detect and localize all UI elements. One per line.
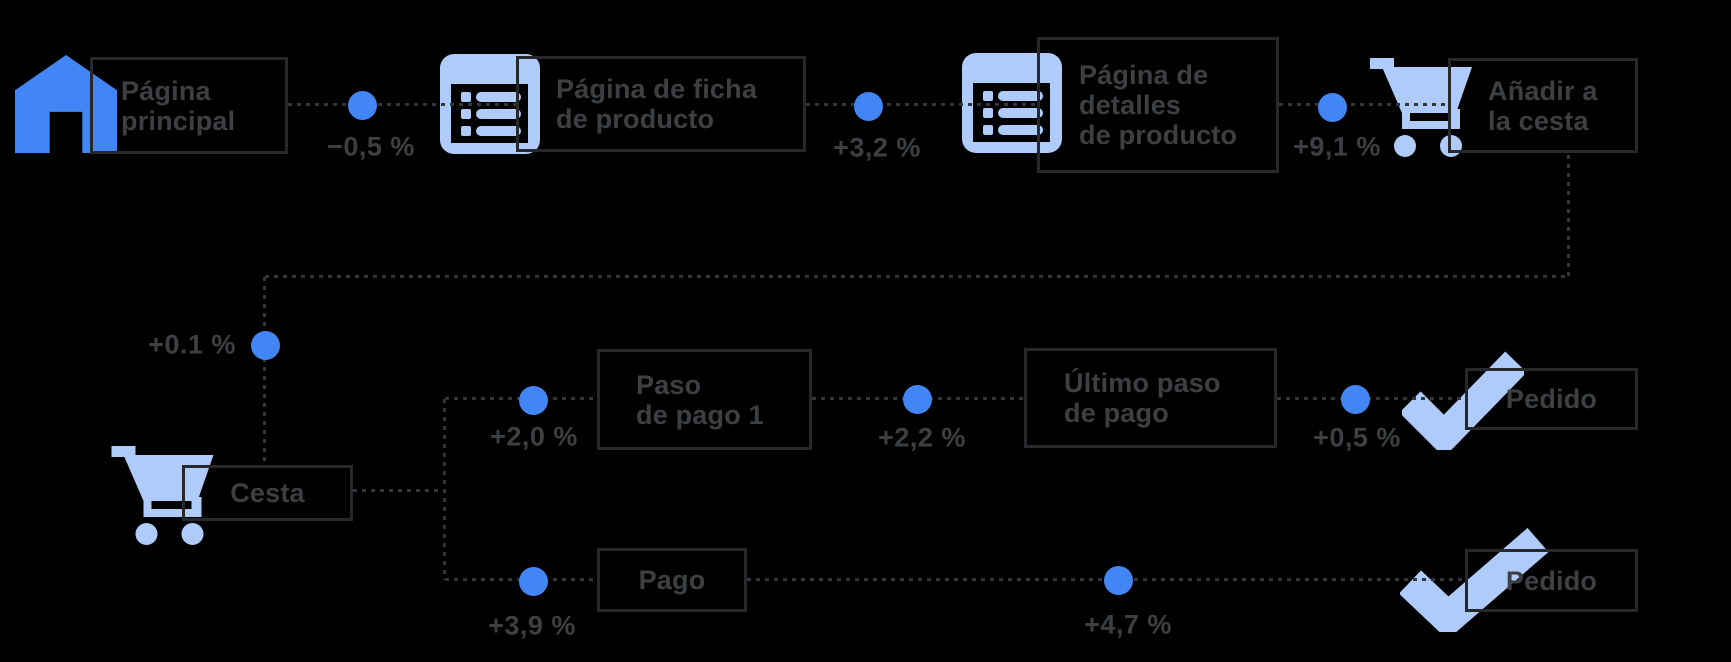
dashed-connector — [263, 277, 266, 465]
node-label: Página de — [1079, 60, 1209, 90]
dashed-connector — [1279, 103, 1448, 106]
node-ultimo-paso-de-pago: Último paso de pago — [1024, 348, 1277, 448]
node-label: de pago — [1064, 398, 1169, 428]
delta-label: +0.1 % — [148, 329, 236, 360]
delta-label: +9,1 % — [1293, 131, 1381, 162]
dashed-connector — [1567, 155, 1570, 277]
dashed-connector — [265, 275, 1569, 278]
delta-label: +3,2 % — [833, 132, 921, 163]
node-paso-de-pago-1: Paso de pago 1 — [597, 349, 812, 450]
connector-dot — [1318, 93, 1347, 122]
node-label: Pedido — [1505, 384, 1598, 414]
list-row — [983, 107, 1050, 118]
node-label: Pedido — [1505, 565, 1598, 596]
node-label: Página de ficha — [556, 74, 758, 104]
node-label: Pago — [638, 565, 706, 595]
node-pagina-principal: Página principal — [90, 57, 288, 154]
delta-label: −0,5 % — [327, 131, 415, 162]
connector-dot — [903, 385, 932, 414]
delta-label: +0,5 % — [1313, 422, 1401, 453]
dashed-connector — [1277, 397, 1465, 400]
dashed-connector — [806, 103, 1037, 106]
node-label: de pago 1 — [636, 399, 764, 430]
list-row — [983, 90, 1050, 101]
node-pedido-superior: Pedido — [1465, 368, 1638, 430]
node-pago: Pago — [597, 548, 747, 612]
connector-dot — [348, 91, 377, 120]
node-pagina-detalles: Página de detalles de producto — [1037, 37, 1279, 173]
connector-dot — [854, 92, 883, 121]
node-pedido-inferior: Pedido — [1465, 549, 1638, 612]
node-label: de producto — [1079, 120, 1238, 150]
dashed-connector — [353, 489, 445, 492]
delta-label: +2,2 % — [878, 422, 966, 453]
check-icon — [1400, 528, 1548, 632]
node-label: de producto — [556, 104, 715, 134]
dashed-connector — [288, 103, 516, 106]
connector-dot — [251, 331, 280, 360]
connector-dot — [519, 386, 548, 415]
list-row — [461, 91, 528, 102]
list-row — [461, 125, 528, 136]
list-row — [461, 108, 528, 119]
node-label: Añadir a — [1488, 75, 1598, 106]
node-label: la cesta — [1488, 105, 1589, 136]
node-label: principal — [121, 105, 236, 136]
delta-label: +2,0 % — [490, 421, 578, 452]
list-icon-card — [451, 84, 528, 143]
list-row — [983, 124, 1050, 135]
node-pagina-ficha: Página de ficha de producto — [516, 56, 806, 152]
node-label: detalles — [1079, 90, 1182, 120]
connector-dot — [1104, 566, 1133, 595]
dashed-connector — [443, 399, 446, 580]
node-label: Cesta — [230, 478, 305, 508]
node-label: Último paso — [1064, 368, 1221, 398]
connector-dot — [1341, 385, 1370, 414]
delta-label: +4,7 % — [1084, 609, 1172, 640]
node-anadir-cesta: Añadir a la cesta — [1448, 58, 1638, 153]
home-icon — [15, 55, 117, 153]
node-label: Paso — [636, 369, 702, 400]
node-label: Página — [121, 75, 211, 106]
connector-dot — [519, 567, 548, 596]
check-icon — [1402, 350, 1524, 450]
delta-label: +3,9 % — [488, 610, 576, 641]
node-cesta: Cesta — [182, 465, 353, 521]
